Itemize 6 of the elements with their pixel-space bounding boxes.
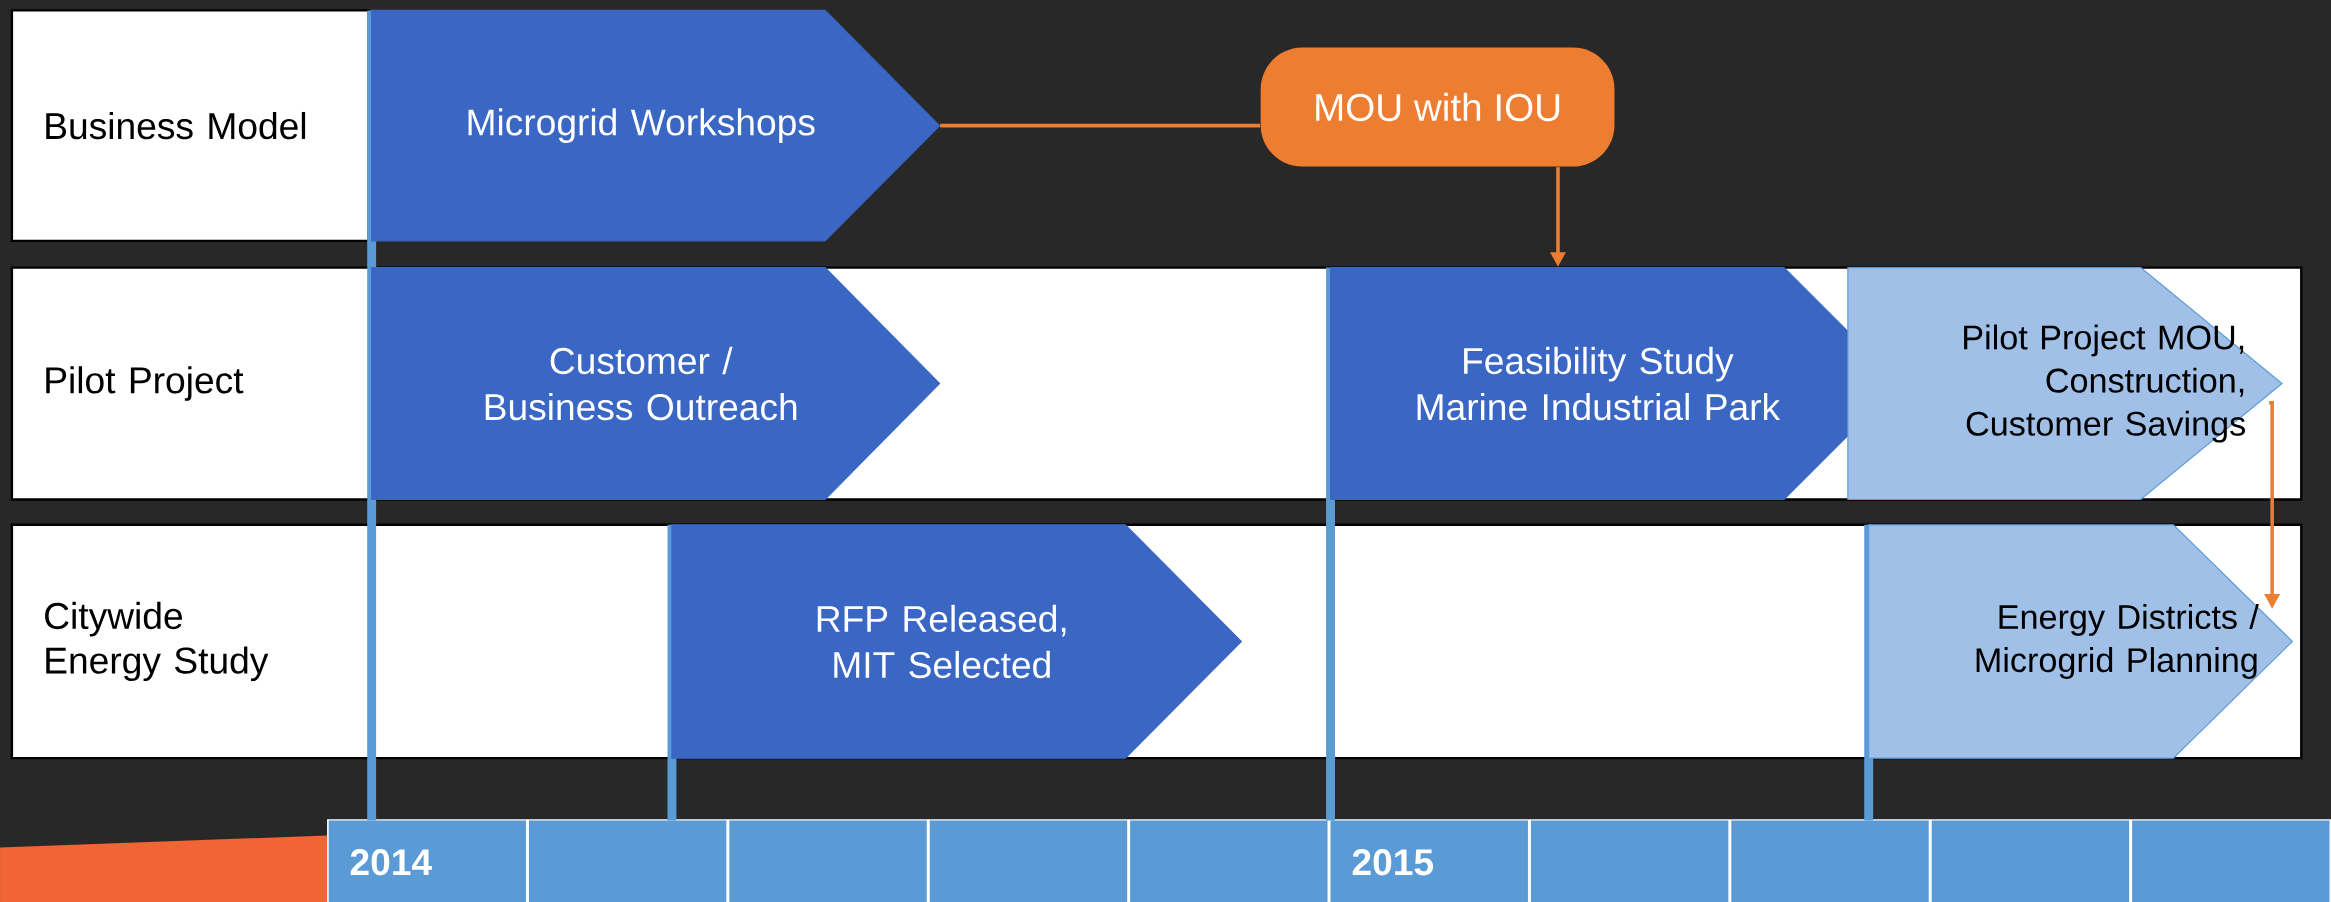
lane-band: Business Model: [10, 9, 370, 242]
milestone-box: MOU with IOU: [1260, 47, 1615, 167]
year-label: 2015: [1352, 848, 1434, 876]
phase-banner: Energy Districts / Microgrid Planning: [1868, 524, 2294, 759]
phase-banner: Pilot Project MOU, Construction, Customer Savings: [1847, 266, 2283, 500]
year-label: 2014: [350, 848, 432, 876]
